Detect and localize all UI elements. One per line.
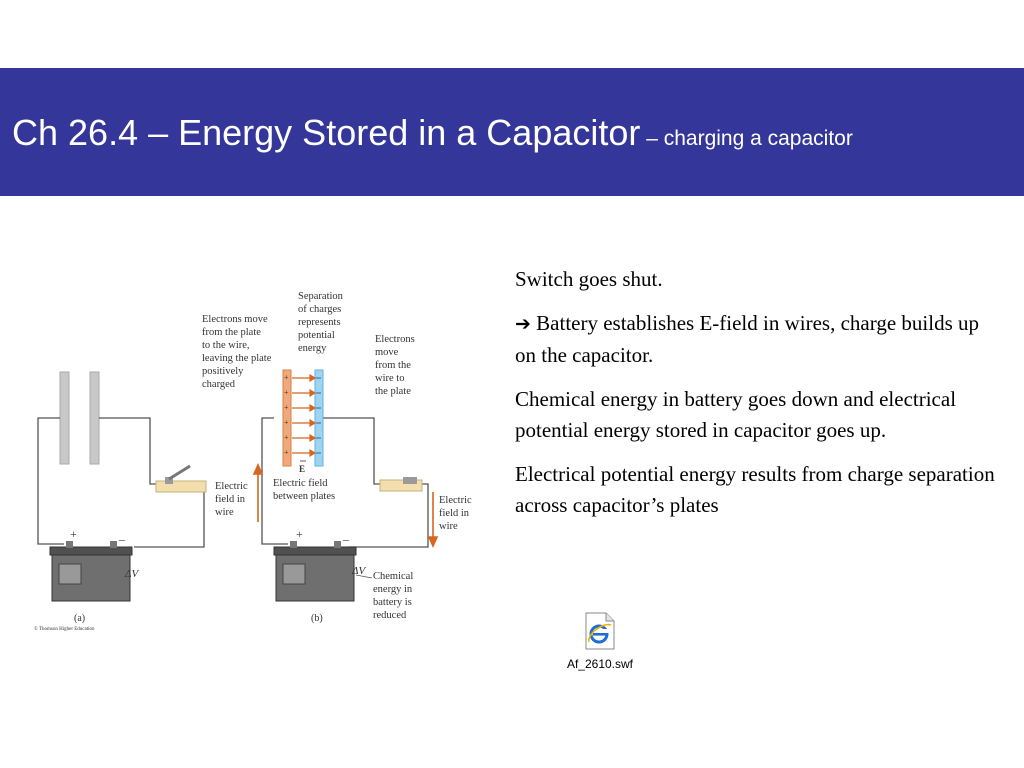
battery-a-dv: ΔV [124,568,139,580]
title-sub: – charging a capacitor [640,127,853,150]
label-electrons-leave: Electrons move from the plate to the wir… [202,314,274,390]
capacitor-plate-a-right [89,371,100,465]
svg-text:+: + [284,373,289,382]
positive-plate [282,369,292,467]
arrow-icon: ➔ [515,313,531,335]
circuit-a: + – ΔV (a) © Thomson Higher Education [34,371,207,632]
plate-plus-signs: + + + + + + [284,373,289,457]
field-arrow-wire-right [427,492,439,548]
circuit-b: + + + + + + E [202,291,474,624]
body-text: Switch goes shut. ➔ Battery establishes … [515,264,1005,534]
label-field-wire-left: Electric field in wire [215,481,250,518]
capacitor-plate-a-left [59,371,70,465]
slide-title: Ch 26.4 – Energy Stored in a Capacitor –… [12,112,853,154]
swf-file-link[interactable]: Af_2610.swf [560,612,640,671]
file-name[interactable]: Af_2610.swf [566,657,634,671]
svg-text:+: + [284,418,289,427]
label-chemical: Chemical energy in battery is reduced [373,571,416,621]
copyright: © Thomson Higher Education [34,626,95,632]
paragraph-potential: Electrical potential energy results from… [515,462,995,517]
plate-minus-signs [316,377,321,454]
caption-b: (b) [311,613,323,624]
caption-a: (a) [74,613,85,624]
svg-text:+: + [284,448,289,457]
chemical-leader-line [355,574,373,579]
negative-plate [314,369,324,467]
battery-b-dv: ΔV [351,565,366,577]
field-arrows-between-plates [292,373,317,458]
battery-a [49,541,133,602]
battery-b [273,541,357,602]
title-main: Ch 26.4 – Energy Stored in a Capacitor [12,112,641,153]
svg-text:+: + [284,433,289,442]
field-arrow-wire-left [252,463,264,522]
switch-b [379,477,423,492]
battery-b-plus: + [296,527,303,541]
paragraph-chemical: Chemical energy in battery goes down and… [515,387,957,442]
e-vector-label: E [299,464,305,474]
label-electrons-move: Electrons move from the wire to the plat… [375,334,417,397]
svg-text:+: + [284,403,289,412]
paragraph-battery: ➔ Battery establishes E-field in wires, … [515,311,980,367]
svg-text:+: + [284,388,289,397]
internet-explorer-file-icon[interactable] [583,612,617,650]
label-separation: Separation of charges represents potenti… [298,291,346,354]
capacitor-charging-figure: + – ΔV (a) © Thomson Higher Education ++… [34,291,474,632]
wires-b [261,417,429,548]
paragraph-switch: Switch goes shut. [515,267,663,291]
switch-a [155,464,207,493]
battery-b-minus: – [342,532,350,546]
battery-a-plus: + [70,527,77,541]
battery-a-minus: – [118,532,126,546]
title-bar [0,68,1024,196]
label-field-wire-right: Electric field in wire [439,495,474,532]
label-field-plates: Electric field between plates [273,478,335,502]
